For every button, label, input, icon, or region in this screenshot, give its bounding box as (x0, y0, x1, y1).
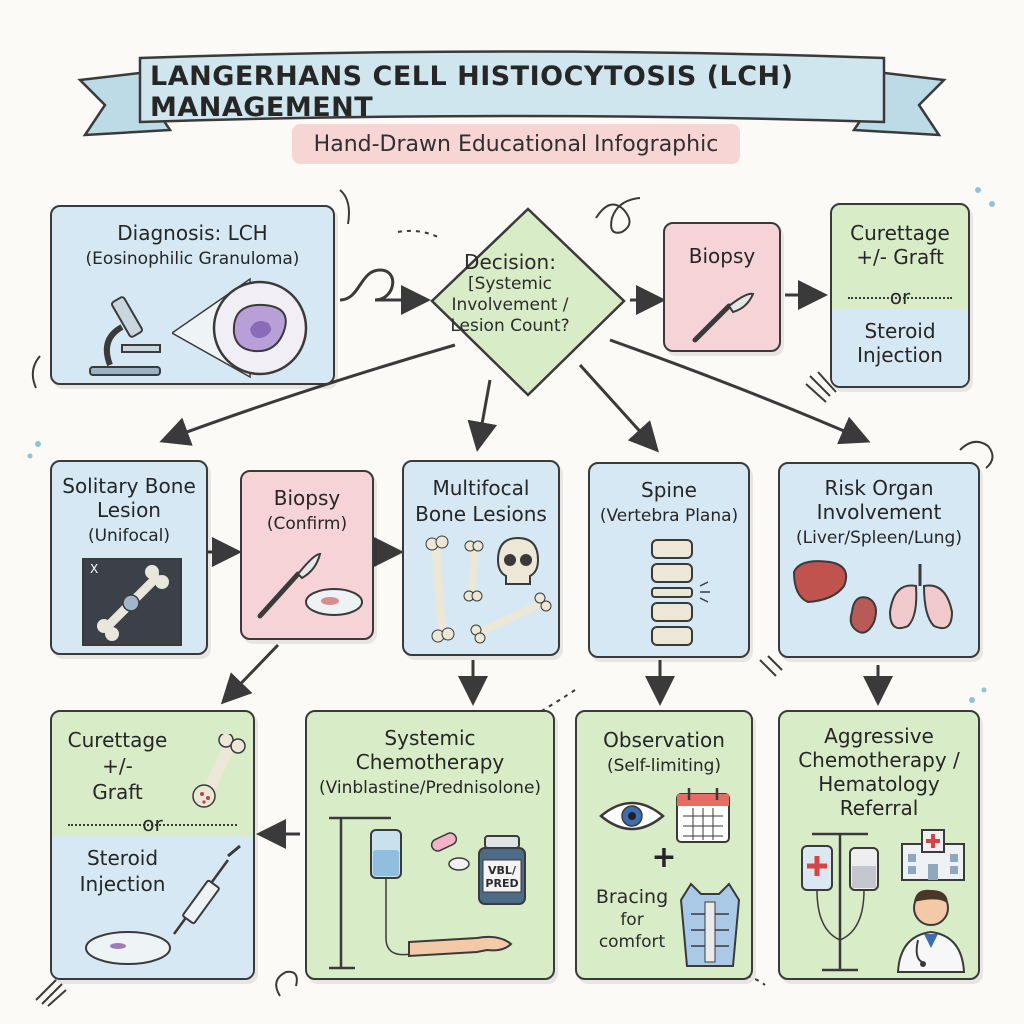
xray-image: X (82, 558, 182, 646)
aggressive-line4: Referral (839, 796, 919, 820)
title-banner (77, 50, 947, 137)
arm-icon (408, 935, 513, 958)
multifocal-line1: Multifocal (432, 476, 530, 500)
eye-icon (599, 801, 665, 831)
calendar-icon (676, 788, 730, 843)
solitary-lesion-card[interactable]: Solitary Bone Lesion (Unifocal) X (50, 460, 208, 655)
observation-line1: Bracing (595, 886, 669, 908)
observation-card[interactable]: Observation (Self-limiting) + Bracing fo… (575, 710, 753, 980)
systemic-chemo-card[interactable]: Systemic Chemotherapy (Vinblastine/Predn… (305, 710, 555, 980)
bottle-label-2: PRED (485, 877, 519, 890)
decision-title: Decision: (464, 250, 556, 274)
aggressive-line2: Chemotherapy / (798, 748, 960, 772)
solitary-line1: Solitary Bone (62, 474, 196, 498)
curettage-bottom-line1: Curettage (67, 728, 168, 752)
biopsy-top-card[interactable]: Biopsy (663, 222, 781, 352)
risk-line2: Involvement (816, 500, 942, 524)
curettage-bottom-card[interactable]: Curettage +/- Graft or Steroid Injection (50, 710, 255, 980)
risk-organ-card[interactable]: Risk Organ Involvement (Liver/Spleen/Lun… (778, 462, 980, 658)
curettage-bottom-line3: Graft (92, 780, 143, 804)
curettage-bottom-line5: Injection (79, 872, 166, 896)
curettage-top-line4: Injection (857, 343, 943, 367)
hospital-icon (901, 829, 965, 881)
iv-drip-icon (329, 816, 412, 970)
curettage-top-line3: Steroid (864, 319, 936, 343)
aggressive-line3: Hematology (818, 772, 940, 796)
multifocal-line2: Bone Lesions (415, 502, 547, 526)
cell-magnified-icon (172, 277, 308, 379)
biopsy-confirm-sub: (Confirm) (266, 514, 348, 534)
curettage-bottom-or: or (142, 812, 163, 836)
xray-mark: X (90, 562, 99, 576)
diagnosis-subtitle: (Eosinophilic Granuloma) (85, 249, 300, 269)
pill-bottle: VBL/ PRED (475, 834, 529, 906)
aggressive-card[interactable]: Aggressive Chemotherapy / Hematology Ref… (778, 710, 980, 980)
observation-line2: for (620, 910, 644, 930)
brace-icon (679, 882, 741, 967)
observation-sub: (Self-limiting) (606, 756, 722, 776)
biopsy-top-title: Biopsy (688, 244, 756, 268)
solitary-sub: (Unifocal) (87, 526, 171, 546)
risk-sub: (Liver/Spleen/Lung) (796, 528, 962, 548)
curettage-bottom-line2: +/- (102, 754, 133, 778)
observation-title: Observation (603, 728, 725, 752)
multifocal-card[interactable]: Multifocal Bone Lesions (402, 460, 560, 656)
systemic-sub: (Vinblastine/Prednisolone) (318, 778, 542, 798)
iv-bags-icon (801, 832, 879, 972)
spine-sub: (Vertebra Plana) (599, 506, 739, 526)
scalpel-icon (692, 292, 755, 343)
systemic-line2: Chemotherapy (355, 750, 505, 774)
bone-icon (97, 565, 169, 641)
bottle-label-1: VBL/ (488, 864, 516, 877)
decision-text: Decision: [Systemic Involvement / Lesion… (440, 250, 580, 337)
diagnosis-card[interactable]: Diagnosis: LCH (Eosinophilic Granuloma) (50, 205, 335, 385)
scalpel-dish-icon (257, 552, 363, 619)
solitary-line2: Lesion (97, 498, 161, 522)
observation-plus: + (651, 840, 677, 875)
curettage-bottom-line4: Steroid (86, 846, 159, 870)
risk-line1: Risk Organ (824, 476, 934, 500)
aggressive-line1: Aggressive (824, 724, 934, 748)
bone-graft-icon (192, 734, 246, 808)
curettage-top-card[interactable]: Curettage +/- Graft or Steroid Injection (830, 203, 970, 388)
spine-title: Spine (641, 478, 697, 502)
systemic-line1: Systemic (384, 726, 476, 750)
observation-line3: comfort (598, 932, 666, 952)
curettage-top-line2: +/- Graft (856, 245, 944, 269)
vertebra-icon (651, 539, 710, 646)
decision-question: [Systemic Involvement / Lesion Count? (450, 274, 570, 336)
biopsy-confirm-title: Biopsy (273, 486, 341, 510)
curettage-top-or: or (889, 285, 911, 309)
bones-skull-icon (425, 535, 552, 644)
doctor-icon (896, 889, 966, 973)
spine-card[interactable]: Spine (Vertebra Plana) (588, 462, 750, 658)
page-title: LANGERHANS CELL HISTIOCYTOSIS (LCH) MANA… (150, 61, 794, 123)
organs-icon (792, 560, 954, 634)
page-subtitle: Hand-Drawn Educational Infographic (292, 124, 740, 164)
bottle-icon (478, 835, 526, 905)
syringe-dish-icon (85, 844, 241, 965)
diagnosis-title: Diagnosis: LCH (117, 221, 268, 245)
decision-diamond[interactable] (428, 205, 628, 405)
microscope-icon (89, 296, 161, 376)
curettage-top-line1: Curettage (850, 221, 950, 245)
pills-icon (430, 832, 470, 871)
biopsy-confirm-card[interactable]: Biopsy (Confirm) (240, 470, 374, 640)
